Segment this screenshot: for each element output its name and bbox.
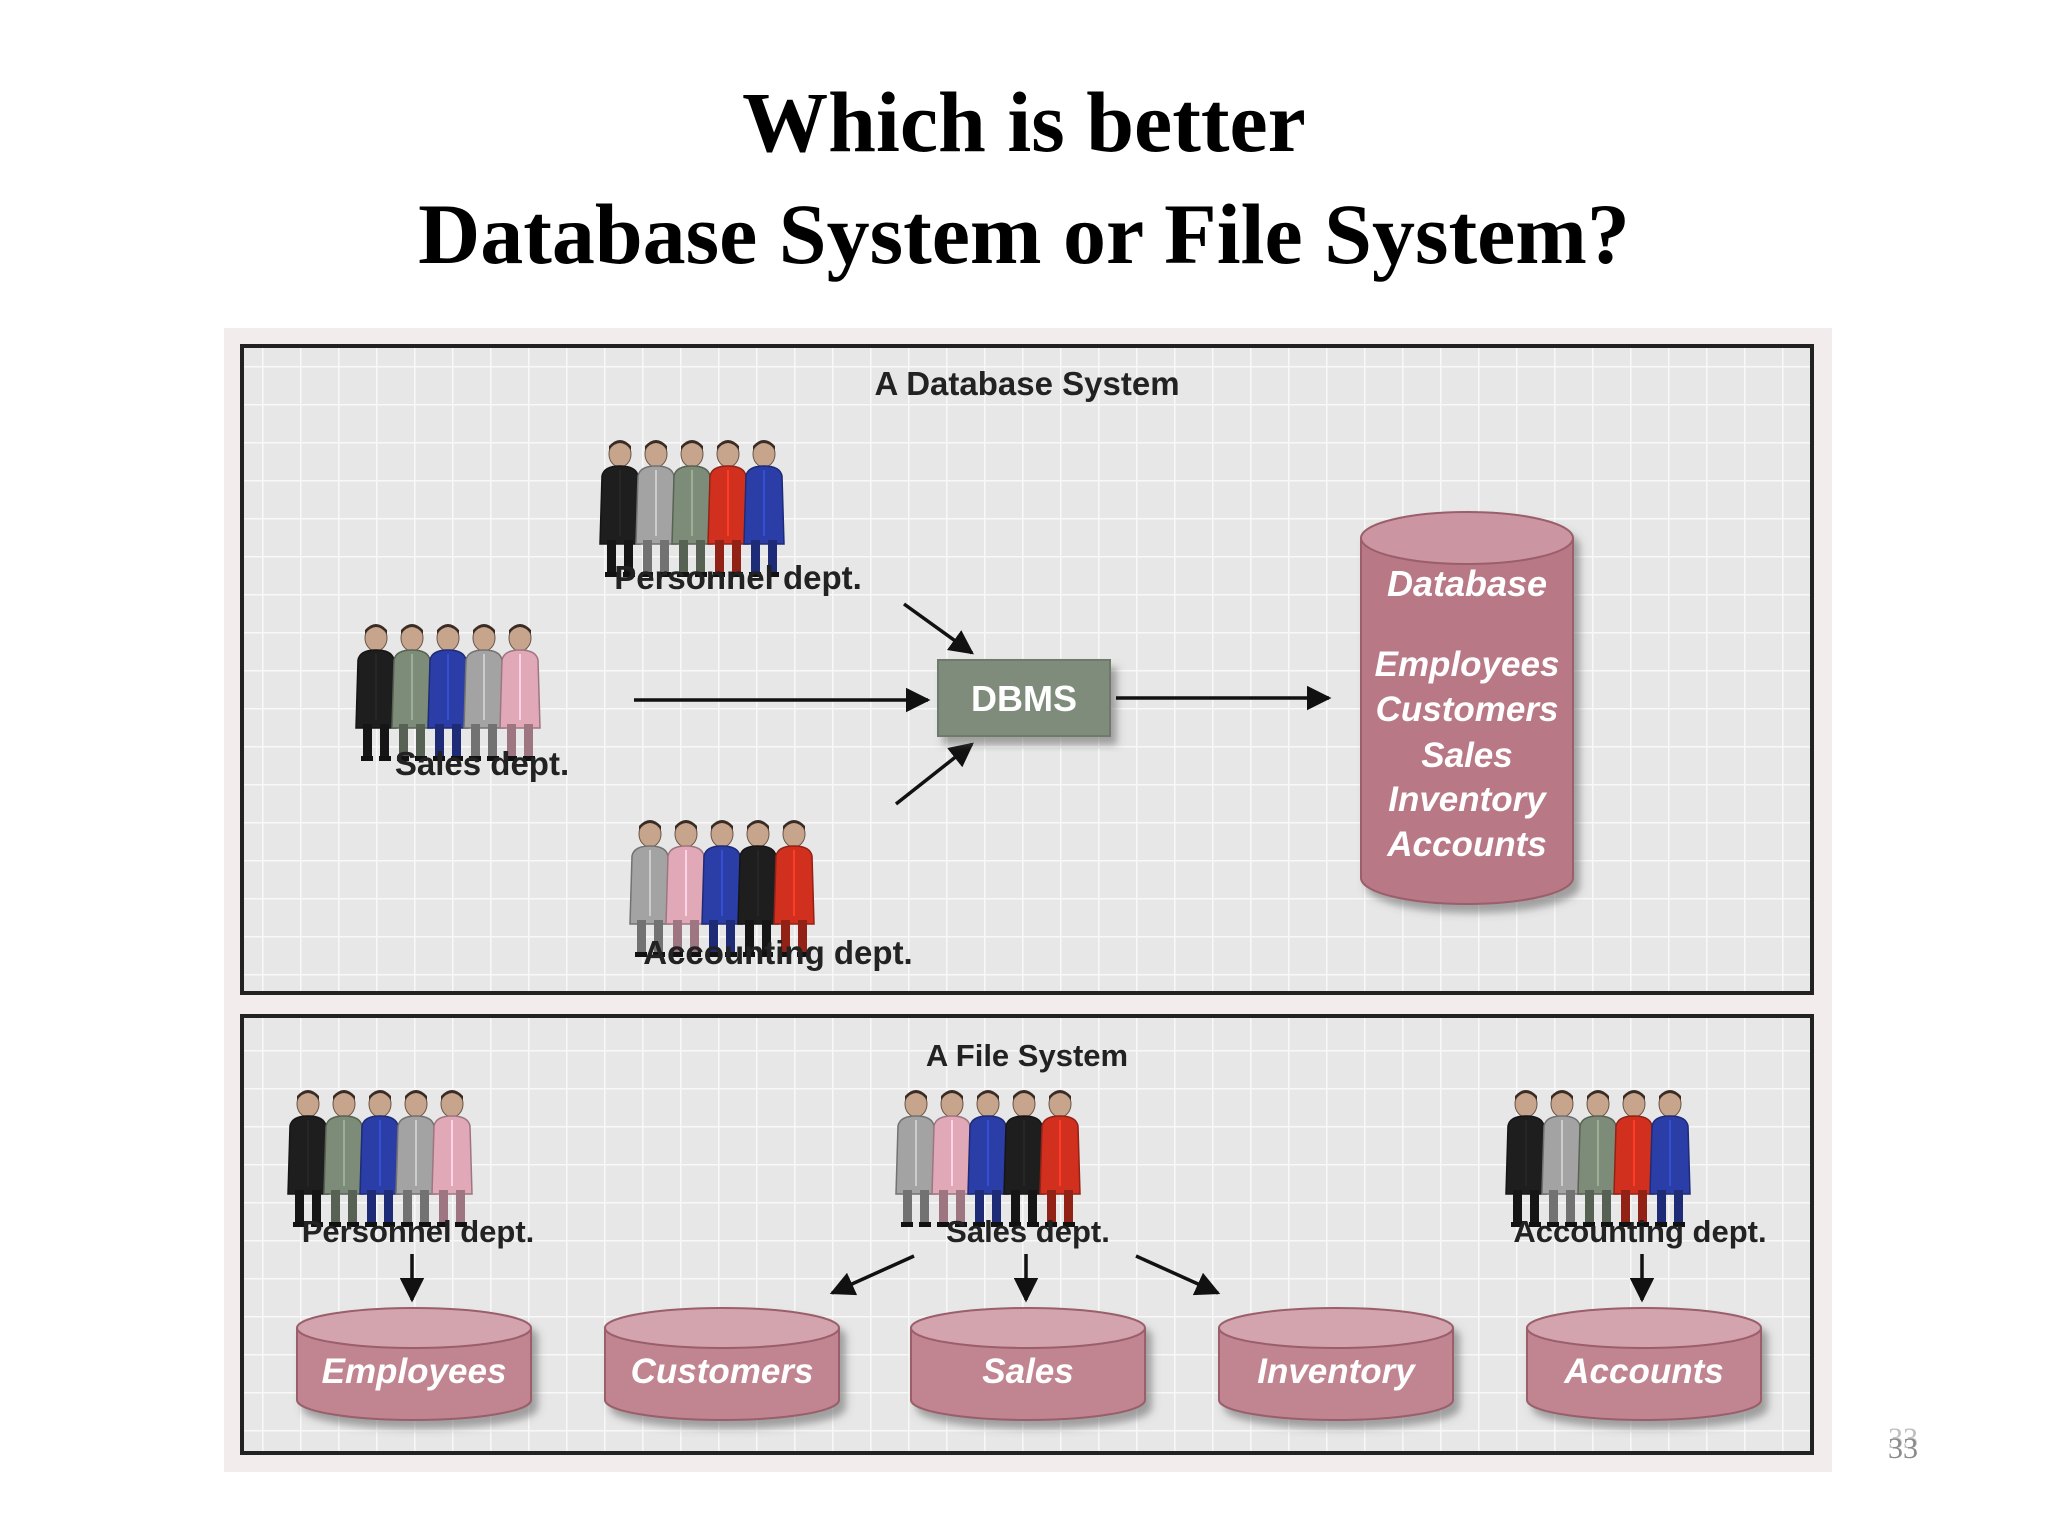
- file-system-title: A File System: [926, 1038, 1128, 1073]
- file-customers: Customers: [605, 1308, 839, 1420]
- file-label: Employees: [322, 1352, 507, 1391]
- database-item-customers: Customers: [1376, 690, 1559, 729]
- file-sales: Sales: [911, 1308, 1145, 1420]
- comparison-diagram: A Database System Personnel dept. Sales …: [224, 328, 1832, 1472]
- personnel-dept-label: Personnel dept.: [614, 559, 862, 596]
- file-label: Customers: [631, 1352, 814, 1391]
- database-item-employees: Employees: [1375, 645, 1560, 684]
- file-label: Inventory: [1257, 1352, 1416, 1391]
- fs-personnel-dept-label: Personnel dept.: [302, 1214, 535, 1249]
- sales-dept-label: Sales dept.: [395, 745, 569, 782]
- page-number: 33 33: [1888, 1434, 1918, 1464]
- dbms-label: DBMS: [971, 678, 1077, 719]
- dbms-box: DBMS: [938, 660, 1110, 736]
- fs-accounting-dept-label: Accounting dept.: [1513, 1214, 1766, 1249]
- file-system-panel: A File System Personnel dept. Sales dept…: [242, 1016, 1812, 1453]
- file-label: Sales: [982, 1352, 1073, 1391]
- fs-sales-dept-label: Sales dept.: [946, 1214, 1110, 1249]
- comparison-figure: A Database System Personnel dept. Sales …: [224, 328, 1832, 1472]
- database-cylinder: Database Employees Customers Sales Inven…: [1361, 512, 1573, 904]
- accounting-dept-label: Accounting dept.: [643, 934, 912, 971]
- database-item-sales: Sales: [1421, 736, 1512, 775]
- database-system-panel: A Database System Personnel dept. Sales …: [242, 346, 1812, 993]
- file-label: Accounts: [1563, 1352, 1723, 1391]
- file-cylinders: Employees Customers Sales Inventory Accounts: [297, 1308, 1761, 1420]
- database-item-accounts: Accounts: [1386, 825, 1546, 864]
- slide-title-line1: Which is better: [0, 72, 2048, 172]
- database-title: Database: [1387, 563, 1547, 604]
- file-employees: Employees: [297, 1308, 531, 1420]
- slide-title-line2: Database System or File System?: [0, 184, 2048, 284]
- page-number-ghost: 33: [1888, 1424, 1918, 1454]
- file-accounts: Accounts: [1527, 1308, 1761, 1420]
- database-system-title: A Database System: [874, 365, 1179, 402]
- file-inventory: Inventory: [1219, 1308, 1453, 1420]
- database-item-inventory: Inventory: [1388, 780, 1547, 819]
